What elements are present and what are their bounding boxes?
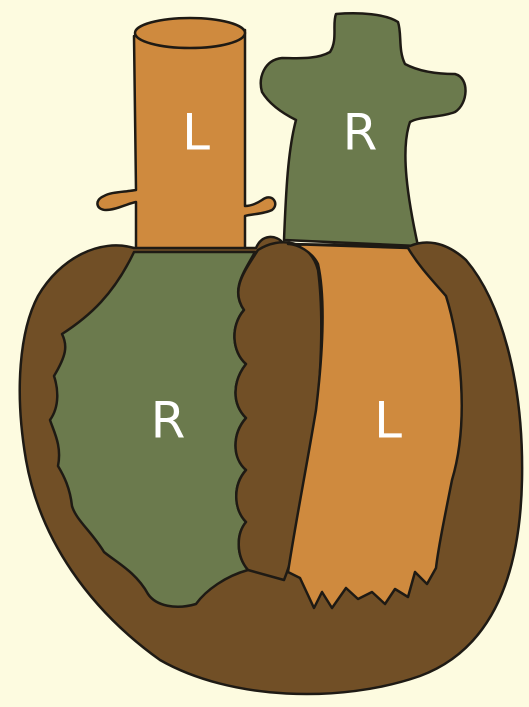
right-chamber-label: L <box>374 392 402 450</box>
left-chamber-label: R <box>151 392 186 450</box>
right-vessel-label: R <box>343 104 378 162</box>
left-vessel-label: L <box>182 104 210 162</box>
left-vessel-opening <box>135 18 245 48</box>
